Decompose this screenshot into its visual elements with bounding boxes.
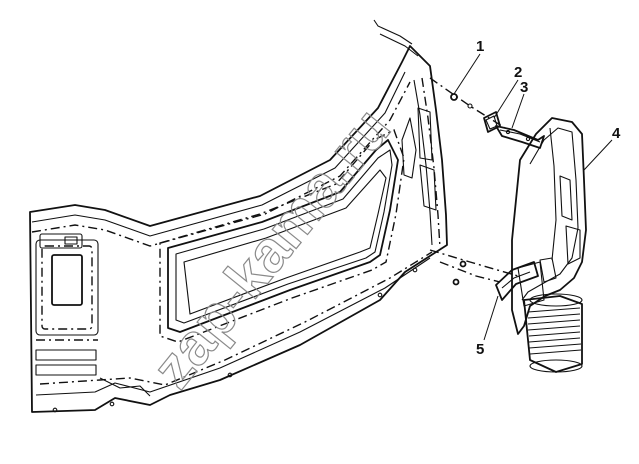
callout-5: 5	[476, 341, 484, 358]
callout-4: 4	[612, 125, 621, 142]
part-4-air-intake-duct	[511, 117, 587, 373]
callout-2: 2	[514, 64, 522, 81]
callout-3: 3	[520, 79, 528, 96]
part-5-mount-bracket	[429, 249, 539, 301]
part-1-screw	[429, 77, 506, 129]
watermark: zap-kama.ru	[139, 96, 404, 401]
part-3-bracket	[495, 125, 545, 149]
watermark-text: zap-kama.ru	[140, 96, 404, 400]
callout-1: 1	[476, 38, 484, 55]
callouts: 1 2 3 4 5	[453, 38, 621, 358]
cab-rear-panel	[29, 19, 448, 413]
